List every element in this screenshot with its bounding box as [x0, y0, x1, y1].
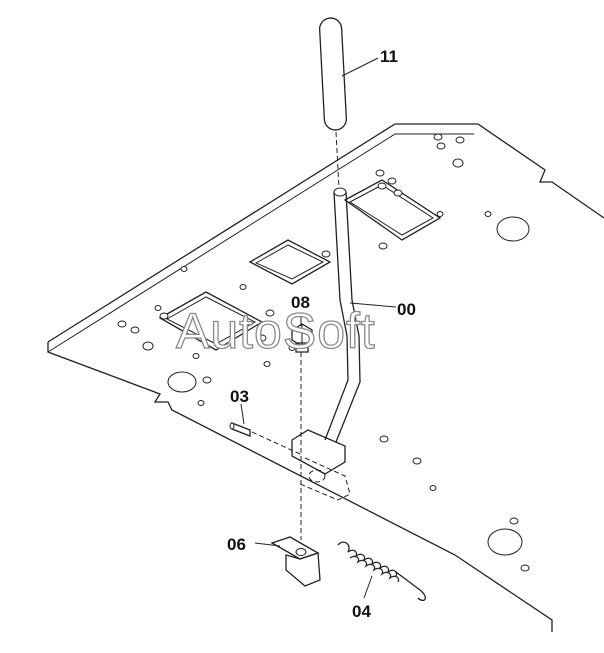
watermark-text: AutoSoft — [176, 303, 376, 359]
callout-08: 08 — [291, 293, 310, 312]
plate-small-holes — [117, 133, 530, 572]
callout-00: 00 — [397, 300, 416, 319]
callout-03: 03 — [230, 387, 249, 406]
lever-grip — [318, 17, 348, 131]
bolt — [291, 323, 313, 353]
plate-openings — [158, 179, 442, 351]
callout-11: 11 — [380, 47, 398, 66]
tension-spring — [337, 541, 426, 602]
lever-bracket — [291, 429, 351, 501]
lever-rod — [324, 187, 361, 443]
floor-plate — [47, 123, 604, 632]
callout-04: 04 — [352, 602, 371, 621]
callout-06: 06 — [227, 535, 246, 554]
assembly-guide-lines — [251, 131, 340, 540]
pin — [229, 422, 251, 437]
plate-large-holes — [167, 216, 530, 556]
leader-lines — [240, 57, 397, 599]
spring-bracket — [270, 536, 321, 587]
